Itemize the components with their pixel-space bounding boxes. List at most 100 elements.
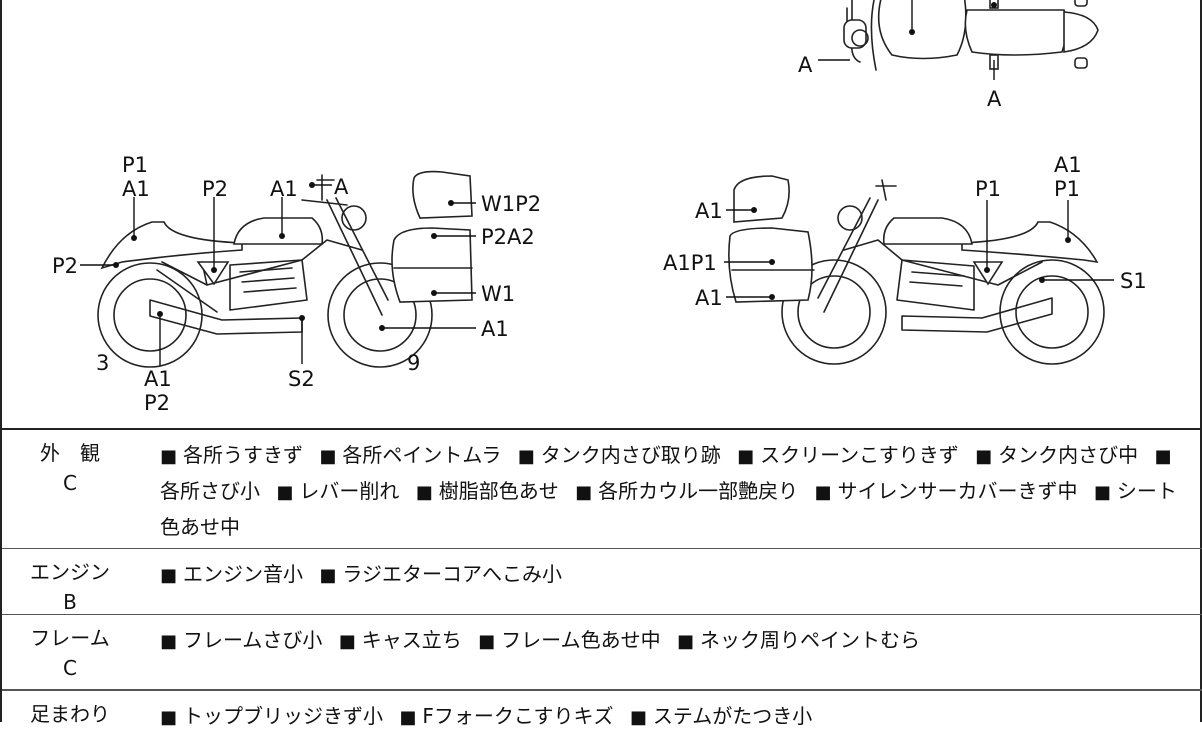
category-cell: 外 観 C <box>2 430 138 548</box>
bullet-square-icon: ■ <box>399 707 417 728</box>
label: P2 <box>144 391 170 415</box>
bullet-square-icon: ■ <box>1093 482 1111 503</box>
bullet-square-icon: ■ <box>676 631 694 652</box>
condition-table: 外 観 C ■各所うすきず ■各所ペイントムラ ■タンク内さび取り跡 ■スクリー… <box>2 428 1202 730</box>
condition-item: ■シート色あせ中 <box>160 479 1177 539</box>
label: A1 <box>122 177 150 201</box>
left-bike-leaders <box>80 182 476 366</box>
table-row: エンジン B ■エンジン音小 ■ラジエターコアへこみ小 <box>2 549 1202 615</box>
condition-item-text: ステムがたつき小 <box>652 704 813 728</box>
condition-item: ■フレーム色あせ中 <box>478 628 660 652</box>
bullet-square-icon: ■ <box>629 707 647 728</box>
category-name: エンジン <box>30 560 110 584</box>
category-grade: C <box>63 656 77 680</box>
condition-item: ■エンジン音小 <box>160 562 303 586</box>
condition-item: ■キャス立ち <box>339 628 462 652</box>
category-grade: B <box>63 590 77 614</box>
label: A <box>798 53 813 77</box>
category-name: フレーム <box>30 626 110 650</box>
category-name: 外 観 <box>40 441 100 465</box>
bullet-square-icon: ■ <box>737 446 755 467</box>
condition-items: ■エンジン音小 ■ラジエターコアへこみ小 <box>138 549 1202 614</box>
bullet-square-icon: ■ <box>575 482 593 503</box>
condition-item: ■タンク内さび中 <box>975 443 1138 467</box>
label: P2 <box>202 177 228 201</box>
table-row: 足まわり ■トップブリッジきず小 ■Fフォークこすりキズ ■ステムがたつき小 <box>2 690 1202 730</box>
label: A1 <box>695 286 723 310</box>
label: P1 <box>975 177 1001 201</box>
bullet-square-icon: ■ <box>160 707 178 728</box>
condition-item-text: シート色あせ中 <box>160 479 1177 539</box>
bike-diagram: A A <box>52 0 1147 415</box>
table-row: フレーム C ■フレームさび小 ■キャス立ち ■フレーム色あせ中 ■ネック周りペ… <box>2 615 1202 690</box>
label: 3 <box>96 351 109 375</box>
condition-item-text: 各所ペイントムラ <box>342 443 502 467</box>
label: S1 <box>1120 269 1147 293</box>
condition-item-text: フレーム色あせ中 <box>501 628 661 652</box>
label: P2 <box>52 254 78 278</box>
category-grade: C <box>63 471 77 495</box>
condition-item: ■Fフォークこすりキズ <box>399 704 613 728</box>
bullet-square-icon: ■ <box>319 565 337 586</box>
condition-item: ■ラジエターコアへこみ小 <box>319 562 562 586</box>
bullet-square-icon: ■ <box>338 631 356 652</box>
condition-item: ■タンク内さび取り跡 <box>518 443 721 467</box>
bullet-square-icon: ■ <box>160 565 178 586</box>
right-bike-labels: A1 P1 A1 P1 A1P1 S1 A1 <box>663 153 1147 310</box>
label: S2 <box>288 367 315 391</box>
condition-item-text: ネック周りペイントむら <box>699 628 920 652</box>
condition-items: ■フレームさび小 ■キャス立ち ■フレーム色あせ中 ■ネック周りペイントむら <box>138 615 1202 689</box>
label: W1P2 <box>481 192 541 216</box>
condition-item: ■ステムがたつき小 <box>630 704 812 728</box>
condition-item-text: 各所さび小 <box>160 479 260 503</box>
label: A1 <box>144 367 172 391</box>
left-bike-labels: P1 A1 P2 A1 A W1P2 P2A2 P2 W1 A1 3 A1 P2… <box>52 153 541 415</box>
bullet-square-icon: ■ <box>517 446 535 467</box>
condition-item: ■各所カウル一部艶戻り <box>575 479 798 503</box>
condition-item-text: タンク内さび中 <box>998 443 1139 467</box>
marker-dot <box>991 2 997 8</box>
bullet-square-icon: ■ <box>975 446 993 467</box>
label: A <box>334 175 349 199</box>
condition-item-text: Fフォークこすりキズ <box>422 704 614 728</box>
label: A <box>987 87 1002 111</box>
bullet-square-icon: ■ <box>160 631 178 652</box>
condition-item-text: キャス立ち <box>361 628 462 652</box>
right-bike-leaders <box>724 200 1114 300</box>
bullet-square-icon: ■ <box>478 631 496 652</box>
label: A1 <box>1054 153 1082 177</box>
condition-item: ■各所うすきず <box>160 443 303 467</box>
condition-item: ■サイレンサーカバーきず中 <box>814 479 1077 503</box>
condition-item-text: トップブリッジきず小 <box>183 704 384 728</box>
label: A1 <box>695 199 723 223</box>
label: A1 <box>481 317 509 341</box>
bullet-square-icon: ■ <box>814 482 832 503</box>
category-name: 足まわり <box>30 702 110 726</box>
category-cell: エンジン B <box>2 549 138 614</box>
label: P1 <box>122 153 148 177</box>
table-row: 外 観 C ■各所うすきず ■各所ペイントムラ ■タンク内さび取り跡 ■スクリー… <box>2 430 1202 549</box>
label: A1 <box>270 177 298 201</box>
condition-item: ■各所ペイントムラ <box>319 443 501 467</box>
condition-item: ■スクリーンこすりきず <box>737 443 959 467</box>
top-view-bike <box>843 0 1099 71</box>
label: P1 <box>1054 177 1080 201</box>
condition-item: ■ 各所さび小 <box>160 443 1178 503</box>
condition-item: ■フレームさび小 <box>160 628 322 652</box>
left-side-bike <box>97 170 473 368</box>
condition-item-text: 各所うすきず <box>183 443 304 467</box>
bullet-square-icon: ■ <box>160 446 178 467</box>
label: P2A2 <box>481 225 535 249</box>
condition-item-text: サイレンサーカバーきず中 <box>837 479 1078 503</box>
bullet-square-icon: ■ <box>1154 446 1172 467</box>
bullet-square-icon: ■ <box>276 482 294 503</box>
condition-items: ■トップブリッジきず小 ■Fフォークこすりキズ ■ステムがたつき小 <box>138 691 1202 730</box>
label: W1 <box>481 282 515 306</box>
category-cell: フレーム C <box>2 615 138 689</box>
condition-item-text: エンジン音小 <box>183 562 304 586</box>
label: 9 <box>407 351 420 375</box>
right-side-bike <box>728 175 1105 365</box>
condition-item: ■トップブリッジきず小 <box>160 704 383 728</box>
condition-item-text: レバー削れ <box>299 479 400 503</box>
